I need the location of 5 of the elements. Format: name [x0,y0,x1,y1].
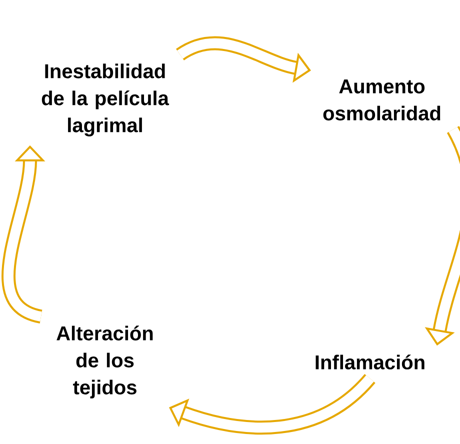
step-label: Aumento osmolaridad [323,80,440,120]
block-arrow [169,374,376,435]
step-label: Inflamación [316,354,424,370]
step-label: Inestabilidad de la película lagrimal [42,64,170,136]
step-label: Alteración de los tejidos [56,326,153,398]
